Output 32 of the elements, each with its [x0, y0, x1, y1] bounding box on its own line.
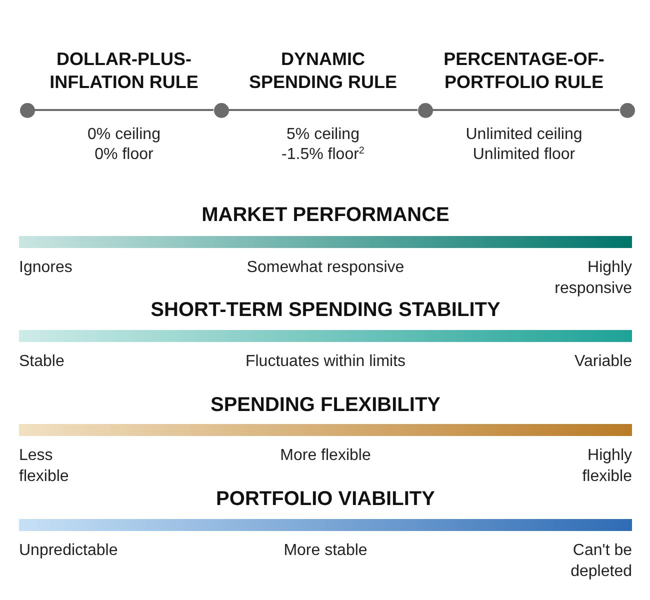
- scale-heading: PORTFOLIO VIABILITY: [216, 487, 435, 511]
- rule-limit-text: 0% floor: [94, 145, 154, 165]
- timeline-dot: [620, 102, 634, 118]
- rule-heading: DOLLAR-PLUS-INFLATION RULE: [48, 48, 200, 94]
- rule-limit-text: Unlimited floor: [472, 145, 576, 165]
- scale-label: Fluctuates within limits: [245, 352, 406, 372]
- scale-label: Can't be depleted: [570, 541, 632, 582]
- scale-label: Highly flexible: [581, 446, 632, 487]
- rule-heading: PERCENTAGE-OF-PORTFOLIO RULE: [442, 48, 606, 94]
- scale-heading: SHORT-TERM SPENDING STABILITY: [150, 298, 500, 322]
- timeline-dot: [20, 102, 34, 118]
- scale-label: Unpredictable: [19, 541, 118, 561]
- rule-limit-text: Unlimited ceiling: [466, 125, 582, 145]
- scale-label: More stable: [284, 541, 368, 561]
- scale-label: Ignores: [19, 258, 72, 278]
- rule-limit-text: 0% ceiling: [88, 125, 160, 145]
- timeline-line: [34, 109, 214, 111]
- scale-label: Stable: [19, 352, 64, 372]
- timeline-line: [432, 109, 620, 111]
- timeline-dot: [214, 102, 228, 118]
- scale-label: Variable: [574, 352, 632, 372]
- scale-label: Somewhat responsive: [246, 258, 404, 278]
- scale-label: Less flexible: [19, 446, 70, 487]
- scale-label: Highly responsive: [554, 258, 632, 299]
- scale-heading: MARKET PERFORMANCE: [202, 203, 450, 227]
- scale-heading: SPENDING FLEXIBILITY: [210, 393, 441, 417]
- timeline-dot: [418, 102, 432, 118]
- rule-heading: DYNAMIC SPENDING RULE: [248, 48, 398, 94]
- scale-label: More flexible: [280, 446, 371, 466]
- rule-limit-text: 5% ceiling: [286, 125, 360, 145]
- timeline-line: [228, 109, 418, 111]
- rule-limit-text: -1.5% floor$^{2}$: [282, 145, 364, 165]
